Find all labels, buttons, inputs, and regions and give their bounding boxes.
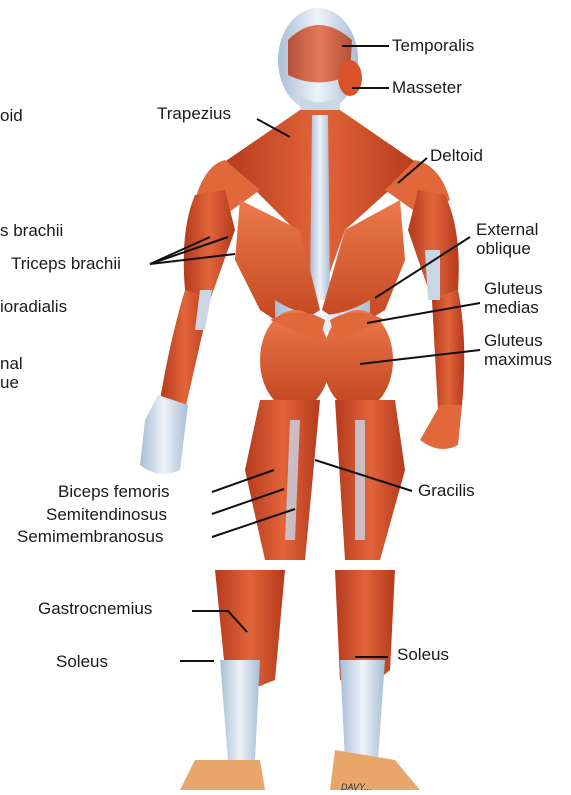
label-gluteus-maximus-2: maximus (484, 350, 552, 370)
label-deltoid-cut: oid (0, 106, 23, 126)
label-gluteus-maximus-1: Gluteus (484, 331, 543, 351)
label-external-oblique-2: oblique (476, 239, 531, 259)
label-deltoid: Deltoid (430, 146, 483, 166)
right-arm (408, 190, 464, 449)
label-semitendinosus: Semitendinosus (46, 505, 167, 525)
label-trapezius: Trapezius (157, 104, 231, 124)
label-gracilis: Gracilis (418, 481, 475, 501)
thighs (245, 400, 405, 560)
label-soleus-right: Soleus (397, 645, 449, 665)
label-brachioradialis-cut: ioradialis (0, 297, 67, 317)
left-arm (140, 190, 235, 474)
head (278, 8, 362, 120)
label-gluteus-medias-1: Gluteus (484, 279, 543, 299)
label-gluteus-medias-2: medias (484, 298, 539, 318)
label-triceps-brachii: Triceps brachii (11, 254, 121, 274)
label-external-oblique-1: External (476, 220, 538, 240)
artist-signature: DAVY... (341, 782, 372, 792)
label-gastrocnemius: Gastrocnemius (38, 599, 152, 619)
calves (215, 570, 395, 760)
label-temporalis: Temporalis (392, 36, 474, 56)
label-masseter: Masseter (392, 78, 462, 98)
label-biceps-brachii-cut: s brachii (0, 221, 63, 241)
feet (180, 750, 420, 790)
label-external-oblique-cut-2: ue (0, 373, 19, 393)
label-biceps-femoris: Biceps femoris (58, 482, 169, 502)
label-soleus-left: Soleus (56, 652, 108, 672)
label-external-oblique-cut-1: nal (0, 354, 23, 374)
label-semimembranosus: Semimembranosus (17, 527, 163, 547)
upper-back (195, 110, 450, 300)
